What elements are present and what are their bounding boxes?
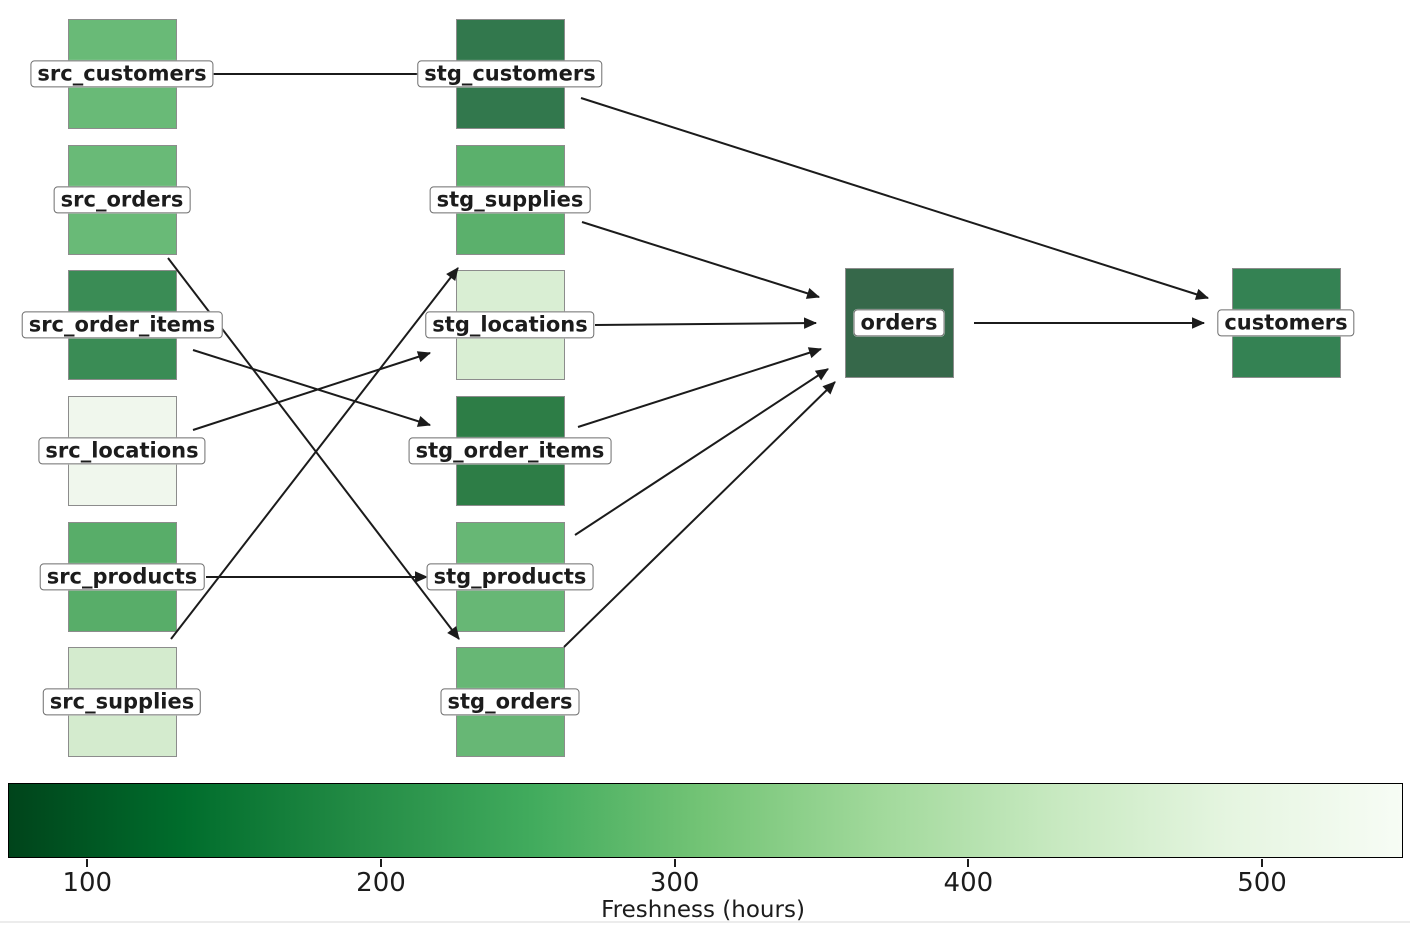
bottom-hairline [0,921,1410,923]
colorbar-ticklabel-400: 400 [943,868,994,898]
node-label-stg_orders: stg_orders [440,688,580,716]
colorbar-ticklabel-200: 200 [356,868,406,898]
node-label-orders: orders [853,309,945,337]
node-label-stg_products: stg_products [426,563,594,591]
node-label-stg_locations: stg_locations [425,311,595,339]
node-label-src_customers: src_customers [30,60,214,88]
edge-src_locations-to-stg_locations [192,351,431,431]
edge-layer [167,73,1209,648]
colorbar-tick-300 [673,859,676,867]
node-label-stg_order_items: stg_order_items [408,437,612,465]
node-label-src_products: src_products [39,563,205,591]
edge-stg_supplies-to-orders [581,221,820,299]
colorbar-ticklabel-500: 500 [1237,868,1287,898]
colorbar-tick-200 [379,859,382,867]
colorbar-ticklabel-100: 100 [62,868,113,898]
edge-stg_order_items-to-orders [577,347,822,428]
node-label-customers: customers [1217,309,1355,337]
node-label-src_orders: src_orders [53,186,191,214]
edge-stg_locations-to-orders [594,317,818,329]
node-label-stg_supplies: stg_supplies [429,186,591,214]
edge-stg_products-to-orders [574,368,829,536]
edge-stg_orders-to-orders [563,381,836,648]
colorbar-tick-400 [967,859,970,867]
colorbar-tick-500 [1261,859,1264,867]
edge-stg_customers-to-customers [580,97,1209,300]
edge-src_order_items-to-stg_order_items [192,349,431,427]
freshness-colorbar [8,783,1403,858]
node-label-src_locations: src_locations [38,437,206,465]
colorbar-axis-label: Freshness (hours) [601,897,805,923]
edge-src_supplies-to-stg_supplies [170,267,459,640]
node-label-src_supplies: src_supplies [42,688,202,716]
colorbar-tick-100 [86,859,89,867]
node-label-src_order_items: src_order_items [21,311,223,339]
colorbar-ticklabel-300: 300 [649,868,700,898]
node-label-stg_customers: stg_customers [417,60,603,88]
